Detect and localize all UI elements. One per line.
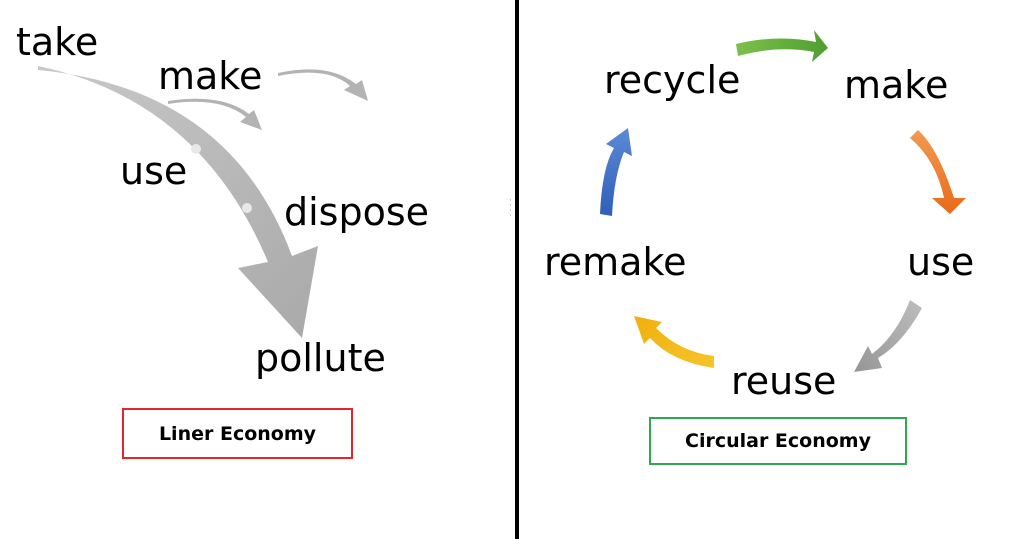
- make-to-use-arrow: [910, 130, 966, 214]
- word-take: take: [16, 20, 99, 64]
- use-dot: [191, 144, 201, 154]
- word-make: make: [158, 54, 263, 98]
- use-to-reuse-arrow: [854, 300, 922, 372]
- take-to-pollute-arrow: [38, 66, 318, 338]
- word-remake: remake: [544, 240, 687, 284]
- recycle-to-make-arrow: [736, 30, 828, 62]
- panel-divider: [515, 0, 519, 539]
- linear-economy-panel: take make use dispose pollute Liner Econ…: [16, 20, 430, 459]
- liner-economy-label: Liner Economy: [122, 408, 353, 459]
- word-use: use: [907, 240, 975, 284]
- word-dispose: dispose: [284, 190, 430, 234]
- word-recycle: recycle: [604, 58, 741, 102]
- circular-economy-label: Circular Economy: [649, 417, 907, 465]
- dispose-dot: [242, 203, 252, 213]
- circular-arrows: [600, 30, 966, 372]
- word-pollute: pollute: [255, 336, 386, 380]
- divider-handle-dots: ⋅⋅⋅⋅: [509, 196, 512, 221]
- remake-to-recycle-arrow: [600, 128, 632, 216]
- make-right-arrow: [278, 69, 368, 101]
- linear-arrows: [38, 66, 368, 338]
- word-make: make: [844, 63, 949, 107]
- circular-economy-panel: recycle make use reuse remake Circular E…: [520, 0, 1024, 539]
- make-small-arrow: [168, 98, 262, 130]
- word-use: use: [120, 149, 188, 193]
- word-reuse: reuse: [731, 359, 837, 403]
- reuse-to-remake-arrow: [634, 316, 714, 368]
